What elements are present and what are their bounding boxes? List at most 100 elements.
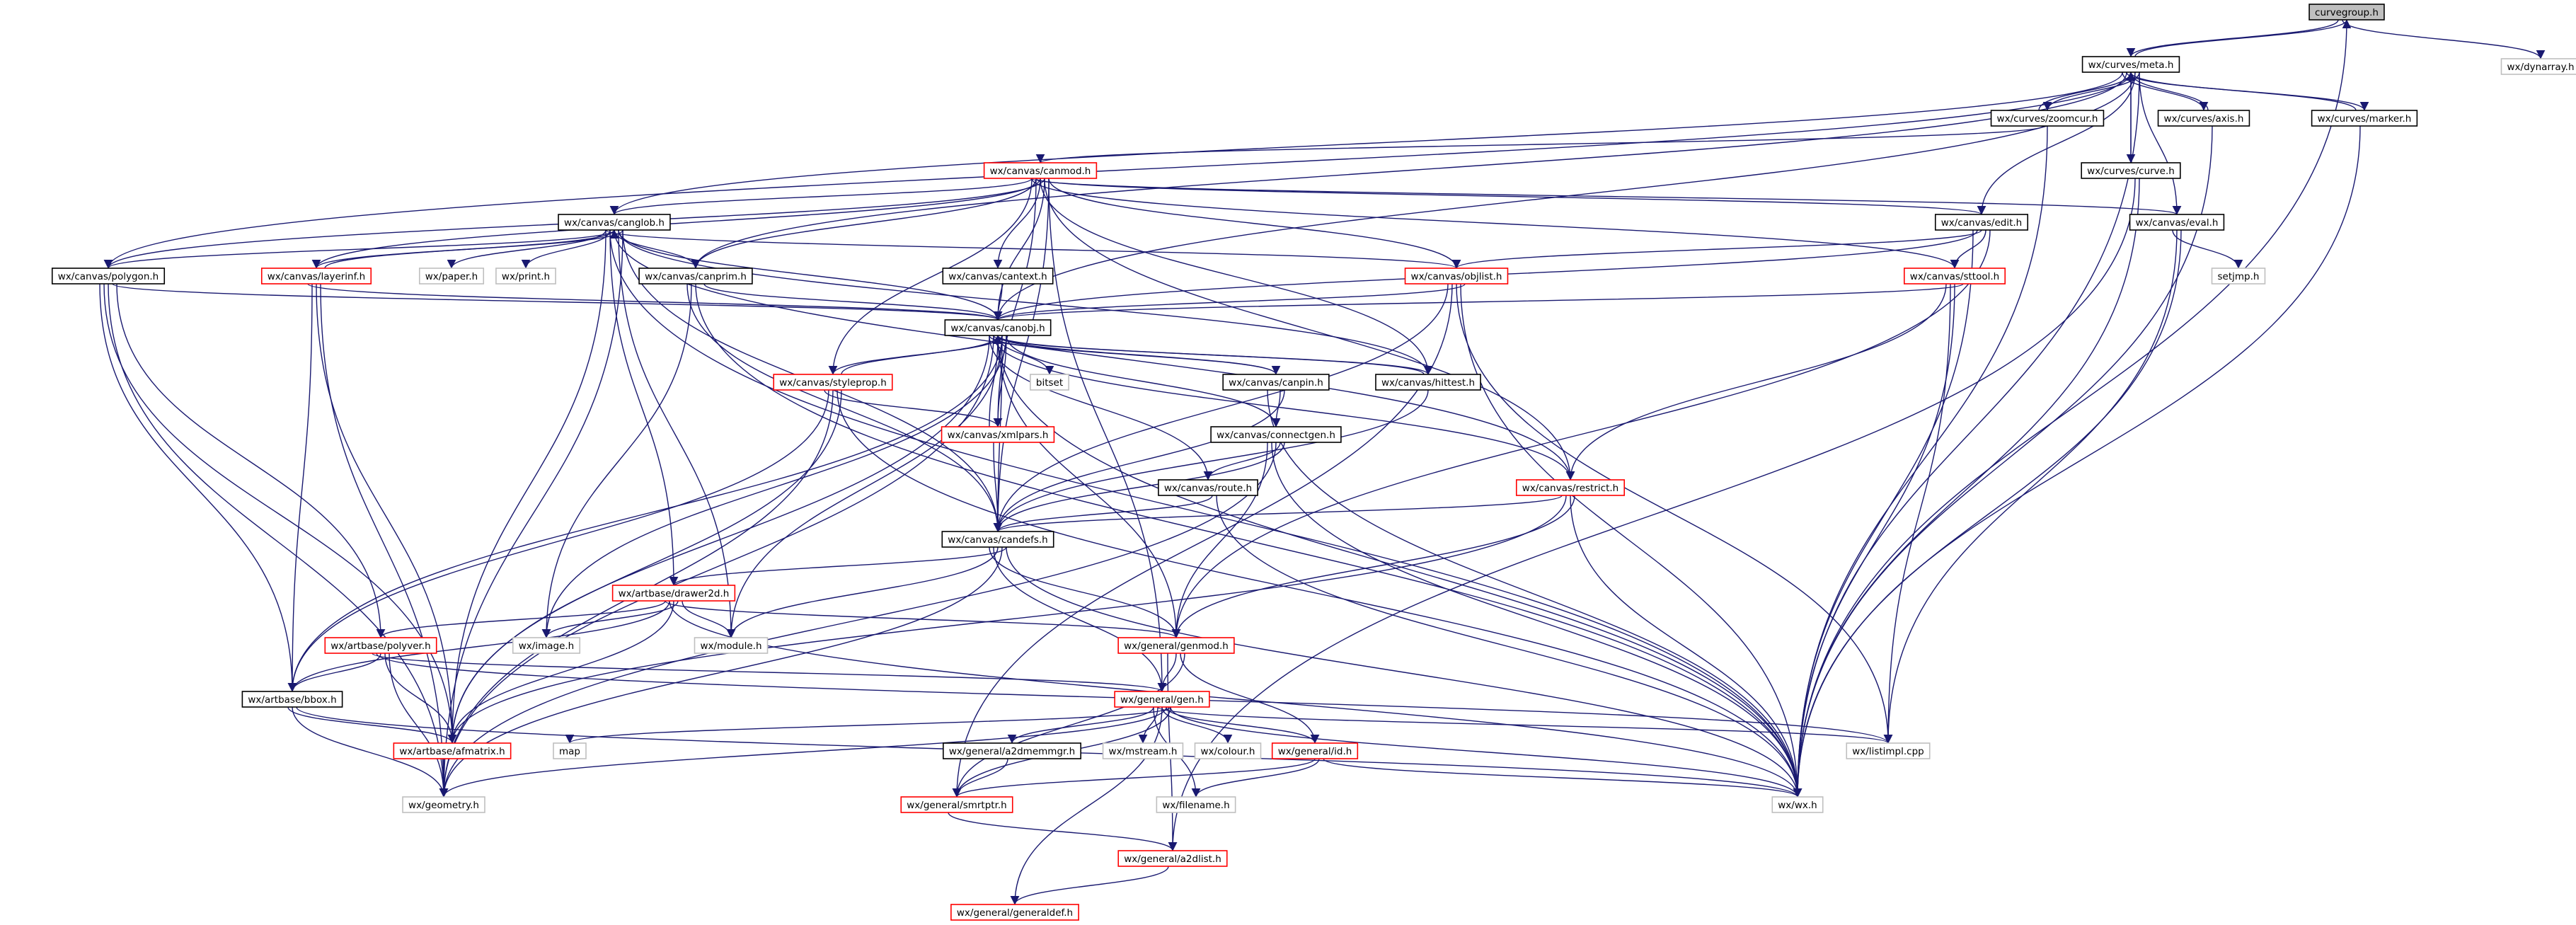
- graph-node-box: [393, 742, 512, 759]
- graph-edge-curvegroup-to-meta: [2126, 19, 2339, 57]
- graph-edge-polyver-to-gen: [372, 653, 1166, 692]
- graph-node-label: wx/general/a2dmemmgr.h: [949, 746, 1075, 757]
- graph-node-box: [1210, 426, 1342, 443]
- graph-edge-sttool-to-wx: [1793, 283, 1955, 798]
- graph-node-setjmp[interactable]: setjmp.h: [2211, 268, 2266, 285]
- graph-node-curvegroup[interactable]: curvegroup.h: [2308, 4, 2385, 21]
- graph-edge-canmod-to-xmlpars: [993, 178, 1037, 427]
- graph-node-generaldef[interactable]: wx/general/generaldef.h: [950, 904, 1079, 921]
- graph-node-connectgen[interactable]: wx/canvas/connectgen.h: [1210, 426, 1342, 443]
- graph-node-label: wx/canvas/xmlpars.h: [948, 430, 1049, 441]
- graph-edge-marker-to-meta: [2126, 71, 2357, 111]
- graph-node-box: [1934, 214, 2029, 231]
- graph-node-canobj[interactable]: wx/canvas/canobj.h: [944, 319, 1052, 336]
- graph-node-candefs[interactable]: wx/canvas/candefs.h: [941, 531, 1054, 548]
- graph-node-meta[interactable]: wx/curves/meta.h: [2081, 56, 2180, 73]
- graph-node-cantext[interactable]: wx/canvas/cantext.h: [942, 268, 1054, 285]
- edges-layer: [99, 19, 2546, 905]
- graph-node-wx[interactable]: wx/wx.h: [1771, 796, 1824, 813]
- graph-node-label: wx/geometry.h: [408, 800, 479, 811]
- graph-node-genmod[interactable]: wx/general/genmod.h: [1117, 637, 1235, 654]
- graph-node-afmatrix[interactable]: wx/artbase/afmatrix.h: [393, 742, 512, 759]
- graph-node-label: wx/mstream.h: [1109, 746, 1178, 757]
- graph-edge-canglob-to-canprim: [614, 229, 701, 269]
- graph-node-box: [1404, 268, 1509, 285]
- graph-node-restrict[interactable]: wx/canvas/restrict.h: [1515, 479, 1626, 496]
- graph-edge-genmod-to-id: [1180, 653, 1320, 744]
- graph-node-polygon[interactable]: wx/canvas/polygon.h: [51, 268, 166, 285]
- graph-edge-meta-to-axis: [2122, 71, 2209, 111]
- graph-node-id[interactable]: wx/general/id.h: [1271, 742, 1359, 759]
- graph-node-listimpl[interactable]: wx/listimpl.cpp: [1846, 742, 1931, 759]
- graph-edge-id-to-wx: [1323, 758, 1802, 798]
- graph-edge-objlist-to-listimpl: [1456, 283, 1893, 744]
- graph-node-canpin[interactable]: wx/canvas/canpin.h: [1222, 374, 1330, 391]
- graph-node-box: [1194, 742, 1262, 759]
- graph-edge-canmod-to-cantext: [993, 178, 1041, 269]
- graph-edge-canglob-to-geometry: [439, 229, 623, 798]
- graph-node-marker[interactable]: wx/curves/marker.h: [2311, 110, 2418, 127]
- graph-edge-gen-to-generaldef: [1010, 706, 1163, 905]
- graph-node-box: [1102, 742, 1184, 759]
- graph-node-label: wx/canvas/canmod.h: [990, 166, 1091, 177]
- graph-edge-genmod-to-smrtptr: [952, 653, 1185, 798]
- graph-node-route[interactable]: wx/canvas/route.h: [1158, 479, 1258, 496]
- graph-edge-route-to-candefs: [993, 495, 1213, 532]
- graph-edge-canobj-to-bbox: [287, 335, 1003, 692]
- graph-node-box: [2129, 214, 2225, 231]
- graph-edge-drawer2d-to-wx: [669, 600, 1802, 798]
- graph-node-box: [773, 374, 893, 391]
- graph-edge-connectgen-to-geometry: [439, 442, 1277, 798]
- graph-node-polyver[interactable]: wx/artbase/polyver.h: [324, 637, 437, 654]
- graph-edge-zoomcur-to-meta: [2038, 71, 2136, 111]
- graph-edge-canmod-to-hittest: [1040, 178, 1433, 375]
- graph-node-image[interactable]: wx/image.h: [512, 637, 581, 654]
- graph-edge-sttool-to-listimpl: [1883, 283, 1951, 744]
- graph-node-gen[interactable]: wx/general/gen.h: [1114, 691, 1210, 708]
- graph-node-filename[interactable]: wx/filename.h: [1156, 796, 1236, 813]
- graph-node-colour[interactable]: wx/colour.h: [1194, 742, 1262, 759]
- graph-node-canmod[interactable]: wx/canvas/canmod.h: [983, 162, 1098, 179]
- graph-node-geometry[interactable]: wx/geometry.h: [402, 796, 485, 813]
- graph-node-edit[interactable]: wx/canvas/edit.h: [1934, 214, 2029, 231]
- graph-node-label: wx/canvas/polygon.h: [58, 271, 159, 282]
- graph-edge-polygon-to-bbox: [99, 283, 297, 692]
- graph-node-box: [638, 268, 753, 285]
- graph-node-module[interactable]: wx/module.h: [694, 637, 769, 654]
- graph-node-a2dlist[interactable]: wx/general/a2dlist.h: [1117, 850, 1228, 867]
- graph-node-bitset[interactable]: bitset: [1030, 374, 1069, 391]
- graph-edge-canpin-to-canobj: [993, 335, 1277, 375]
- graph-node-map[interactable]: map: [553, 742, 587, 759]
- graph-node-label: wx/canvas/canpin.h: [1229, 377, 1323, 389]
- graph-node-dynarray[interactable]: wx/dynarray.h: [2500, 58, 2576, 75]
- graph-node-canprim[interactable]: wx/canvas/canprim.h: [638, 268, 753, 285]
- graph-edge-a2dlist-to-generaldef: [1010, 866, 1169, 905]
- graph-node-canglob[interactable]: wx/canvas/canglob.h: [558, 214, 671, 231]
- graph-node-objlist[interactable]: wx/canvas/objlist.h: [1404, 268, 1509, 285]
- graph-node-paper[interactable]: wx/paper.h: [418, 268, 485, 285]
- graph-node-layerinf[interactable]: wx/canvas/layerinf.h: [260, 268, 372, 285]
- graph-node-label: wx/canvas/edit.h: [1941, 217, 2022, 229]
- graph-node-eval[interactable]: wx/canvas/eval.h: [2129, 214, 2225, 231]
- graph-edge-canglob-to-paper: [447, 229, 606, 269]
- graph-node-styleprop[interactable]: wx/canvas/styleprop.h: [773, 374, 893, 391]
- graph-node-print[interactable]: wx/print.h: [495, 268, 556, 285]
- graph-node-box: [2211, 268, 2266, 285]
- graph-node-box: [983, 162, 1098, 179]
- graph-node-sttool[interactable]: wx/canvas/sttool.h: [1903, 268, 2006, 285]
- graph-node-bbox[interactable]: wx/artbase/bbox.h: [241, 691, 343, 708]
- graph-node-box: [1114, 691, 1210, 708]
- graph-node-axis[interactable]: wx/curves/axis.h: [2157, 110, 2250, 127]
- graph-node-mstream[interactable]: wx/mstream.h: [1102, 742, 1184, 759]
- graph-node-zoomcur[interactable]: wx/curves/zoomcur.h: [1990, 110, 2105, 127]
- graph-edge-meta-to-canprim: [691, 71, 2127, 269]
- graph-node-a2dmemmgr[interactable]: wx/general/a2dmemmgr.h: [943, 742, 1081, 759]
- graph-node-hittest[interactable]: wx/canvas/hittest.h: [1375, 374, 1481, 391]
- graph-node-smrtptr[interactable]: wx/general/smrtptr.h: [900, 796, 1013, 813]
- graph-node-curve[interactable]: wx/curves/curve.h: [2081, 162, 2181, 179]
- graph-node-xmlpars[interactable]: wx/canvas/xmlpars.h: [941, 426, 1055, 443]
- graph-edge-drawer2d-to-genmod: [665, 600, 1180, 638]
- graph-edge-drawer2d-to-bbox: [287, 600, 670, 692]
- graph-edge-gen-to-listimpl: [1157, 706, 1892, 744]
- graph-node-drawer2d[interactable]: wx/artbase/drawer2d.h: [611, 585, 736, 602]
